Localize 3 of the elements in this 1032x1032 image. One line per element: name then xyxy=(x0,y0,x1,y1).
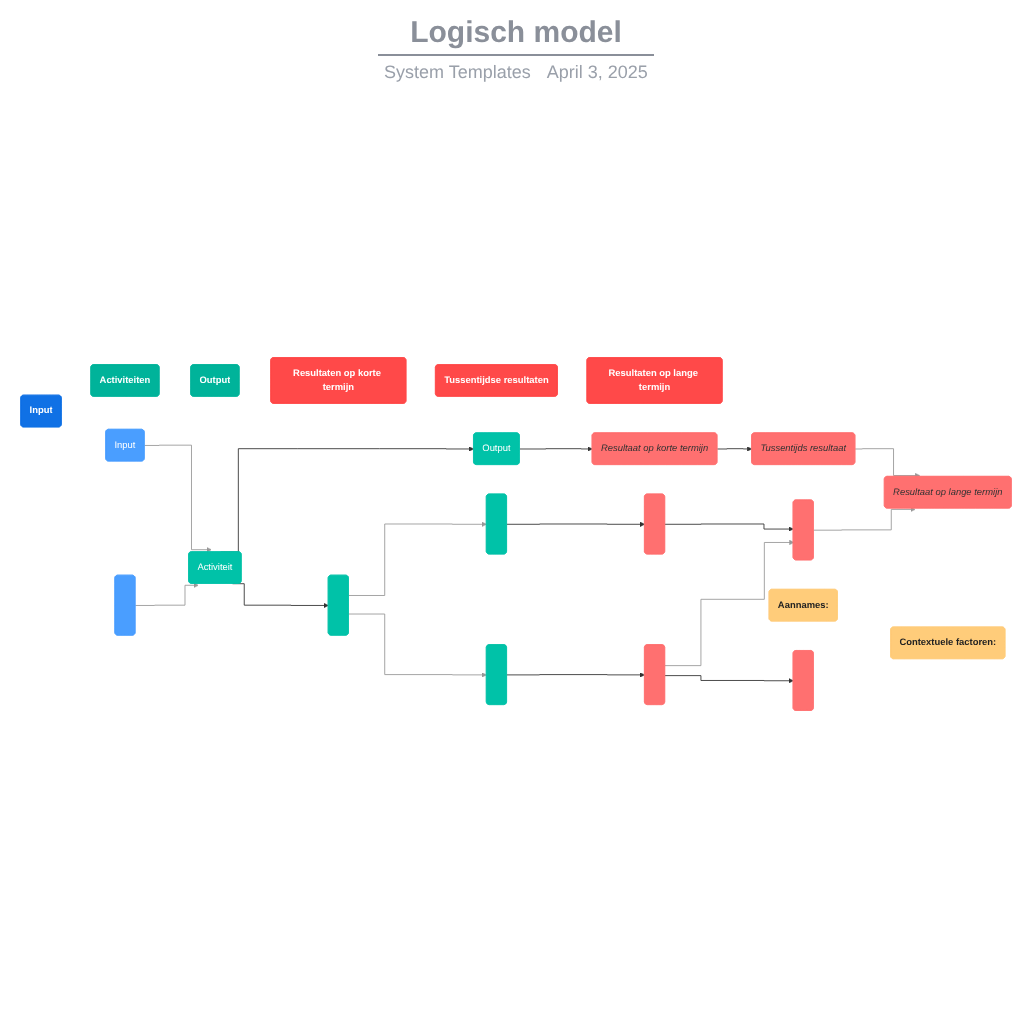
subtitle-text: System Templates xyxy=(384,62,531,82)
diagram-title: Logisch model xyxy=(378,16,654,56)
subtitle-text: April 3, 2025 xyxy=(546,62,648,82)
